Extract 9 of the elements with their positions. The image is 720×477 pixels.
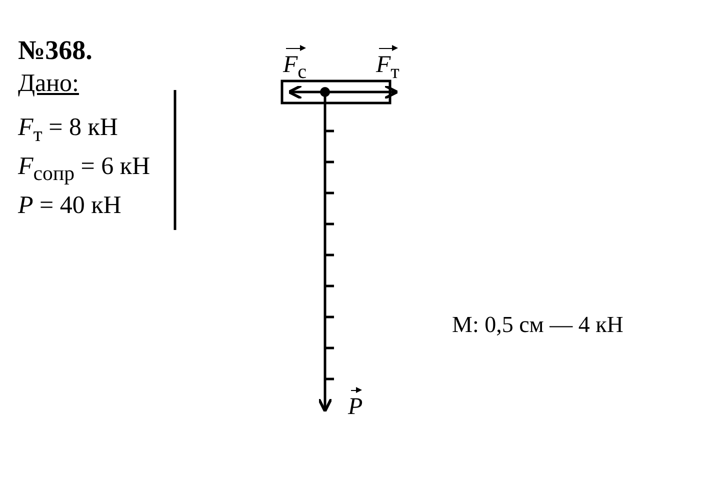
given-heading: Дано: <box>18 70 79 98</box>
scale-note: М: 0,5 см — 4 кН <box>452 312 624 338</box>
force-label: P <box>348 386 363 420</box>
given-value: F$_{т}$ = 8 кН <box>18 114 118 146</box>
problem-number: №368. <box>18 36 92 66</box>
given-value: P = 40 кН <box>18 192 122 220</box>
force-label: F$_{c}$ <box>283 44 307 83</box>
given-value: F$_{сопр}$ = 6 кН <box>18 153 150 185</box>
force-label: F$_{т}$ <box>376 44 400 83</box>
